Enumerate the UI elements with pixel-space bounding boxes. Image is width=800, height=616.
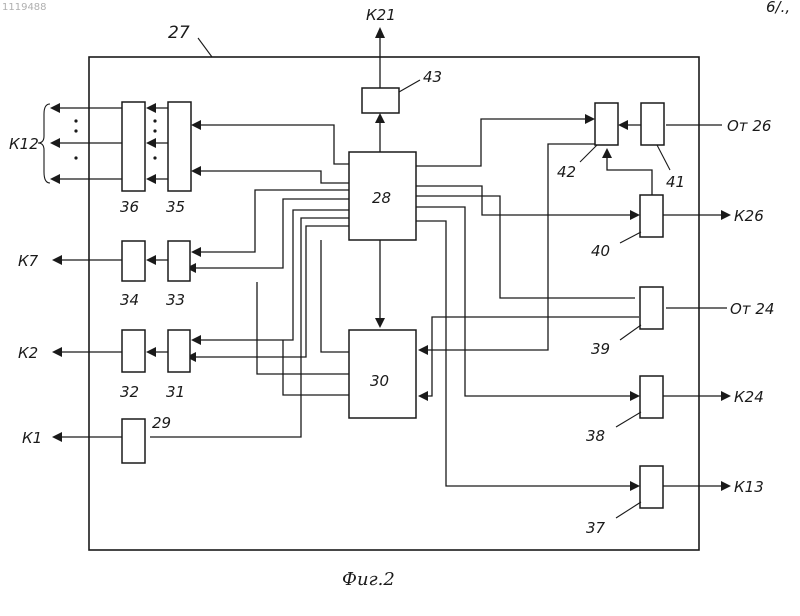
- label-35: 35: [166, 198, 185, 216]
- label-41: 41: [666, 173, 685, 191]
- label-to-k26: К26: [734, 207, 764, 225]
- block-41: [641, 103, 664, 145]
- label-from-26: От 26: [727, 117, 771, 135]
- label-30: 30: [370, 372, 389, 390]
- block-40: [640, 195, 663, 237]
- label-27: 27: [168, 23, 190, 43]
- label-32: 32: [120, 383, 139, 401]
- brace-k12: [38, 104, 50, 183]
- label-34: 34: [120, 291, 139, 309]
- label-to-k7: К7: [18, 252, 39, 270]
- label-to-k13: К13: [734, 478, 764, 496]
- label-33: 33: [166, 291, 185, 309]
- label-42: 42: [557, 163, 576, 181]
- leader-27: [198, 38, 212, 57]
- corner-page-mark: 6/.,: [766, 0, 790, 16]
- block-42: [595, 103, 618, 145]
- block-29: [122, 419, 145, 463]
- label-29: 29: [152, 414, 171, 432]
- block-38: [640, 376, 663, 418]
- label-to-k1: К1: [22, 429, 42, 447]
- label-to-k2: К2: [18, 344, 38, 362]
- block-39: [640, 287, 663, 329]
- block-34: [122, 241, 145, 281]
- label-from-24: От 24: [730, 300, 774, 318]
- corner-number: 1119488: [2, 2, 47, 13]
- block-35: [168, 102, 191, 191]
- label-31: 31: [166, 383, 185, 401]
- block-43: [362, 88, 399, 113]
- label-to-k12: К12: [9, 135, 39, 153]
- figure-caption: Фиг.2: [342, 569, 395, 590]
- label-to-k21: К21: [366, 6, 396, 24]
- label-37: 37: [586, 519, 606, 537]
- block-33: [168, 241, 190, 281]
- label-39: 39: [591, 340, 610, 358]
- block-32: [122, 330, 145, 372]
- block-31: [168, 330, 190, 372]
- block-36: [122, 102, 145, 191]
- label-43: 43: [423, 68, 442, 86]
- label-36: 36: [120, 198, 139, 216]
- label-28: 28: [372, 189, 391, 207]
- label-40: 40: [591, 242, 610, 260]
- block-37: [640, 466, 663, 508]
- label-38: 38: [586, 427, 605, 445]
- label-to-k24: К24: [734, 388, 764, 406]
